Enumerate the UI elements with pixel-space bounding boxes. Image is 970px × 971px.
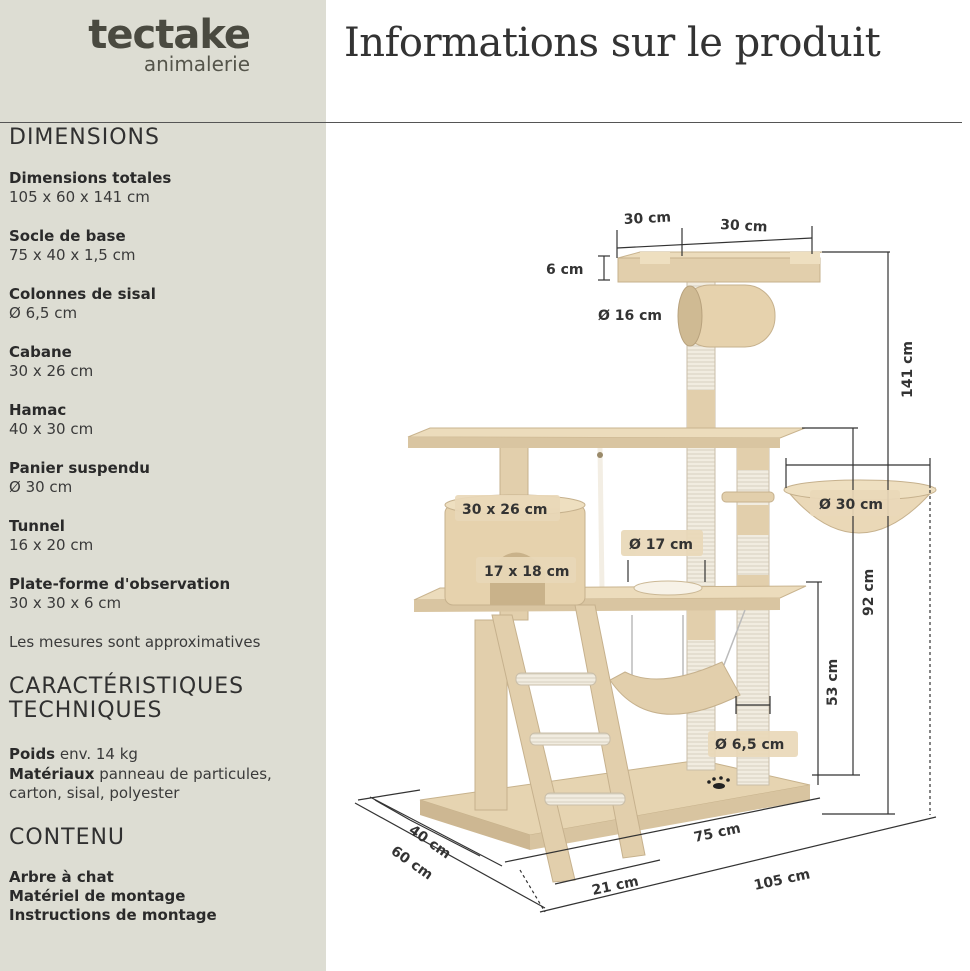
label-ladder-width: 21 cm [591, 873, 641, 898]
brand-name: tectake [88, 12, 251, 58]
brand-logo: tectake animalerie [54, 12, 251, 76]
paw-icon [707, 776, 730, 789]
label-tunnel-diameter: Ø 16 cm [598, 308, 662, 324]
dim-value-base: 75 x 40 x 1,5 cm [9, 246, 136, 264]
brand-sub: animalerie [143, 52, 250, 76]
ladder [491, 604, 646, 883]
specs-heading-line2: TECHNIQUES [9, 698, 163, 723]
dim-label-hammock: Hamac [9, 401, 67, 419]
page-title: Informations sur le produit [344, 20, 881, 66]
dim-value-basket: Ø 30 cm [9, 478, 73, 496]
contents-item: Matériel de montage [9, 887, 186, 905]
label-hole-diameter: Ø 17 cm [629, 537, 693, 553]
dim-value-sisal: Ø 6,5 cm [9, 304, 78, 322]
contents-item: Arbre à chat [9, 868, 114, 886]
post-center-band [687, 390, 715, 430]
label-top-right: 30 cm [720, 217, 768, 235]
dimension-lines [354, 226, 937, 913]
cat-tree-diagram: 30 cm 30 cm 6 cm Ø 16 cm 141 cm 30 x 26 … [354, 210, 937, 913]
label-platform-height: 6 cm [546, 262, 584, 278]
upper-platform [407, 427, 806, 448]
label-basket-diameter: Ø 30 cm [819, 497, 883, 513]
observation-platform [617, 251, 823, 283]
label-basket-height: 92 cm [861, 569, 877, 616]
dim-label-platform: Plate-forme d'observation [9, 575, 231, 593]
dim-label-basket: Panier suspendu [9, 459, 150, 477]
label-total-height: 141 cm [900, 341, 916, 398]
post-right-band [737, 505, 769, 535]
rope-toy [597, 447, 605, 591]
dim-value-platform: 30 x 30 x 6 cm [9, 594, 122, 612]
dim-label-base: Socle de base [9, 227, 126, 245]
weight-label: Poids [9, 745, 56, 763]
dim-label-cabin: Cabane [9, 343, 72, 361]
label-backgrounds [455, 490, 900, 757]
label-top-left: 30 cm [623, 210, 671, 228]
label-total-width: 105 cm [753, 866, 812, 893]
title-divider [0, 122, 962, 123]
dim-label-tunnel: Tunnel [9, 517, 65, 535]
dim-value-tunnel: 16 x 20 cm [9, 536, 94, 554]
tunnel [677, 284, 776, 348]
label-mid-height: 53 cm [825, 659, 841, 706]
hammock [609, 609, 746, 715]
dimension-guides [519, 490, 931, 913]
dimensions-heading: DIMENSIONS [9, 125, 160, 150]
specs-heading-line1: CARACTÉRISTIQUES [9, 674, 245, 699]
dim-label-sisal: Colonnes de sisal [9, 285, 156, 303]
dim-value-cabin: 30 x 26 cm [9, 362, 94, 380]
label-cabin: 30 x 26 cm [462, 502, 548, 518]
label-sisal-diameter: Ø 6,5 cm [715, 737, 784, 753]
dim-value-total: 105 x 60 x 141 cm [9, 188, 150, 206]
label-cabin-door: 17 x 18 cm [484, 564, 570, 580]
weight-value: env. 14 kg [55, 745, 138, 763]
contents-item: Instructions de montage [9, 906, 217, 924]
dim-label-total: Dimensions totales [9, 169, 172, 187]
materials-label: Matériaux [9, 764, 95, 783]
contents-heading: CONTENU [9, 825, 126, 850]
dim-value-hammock: 40 x 30 cm [9, 420, 94, 438]
label-base-width: 75 cm [693, 820, 743, 845]
materials-value: panneau de particules, carton, sisal, po… [9, 764, 272, 803]
dimensions-note: Les mesures sont approximatives [9, 633, 261, 651]
specs-text: Poids env. 14 kg Matériaux panneau de pa… [9, 745, 309, 804]
rope-toy-ring [597, 452, 603, 458]
info-sidebar: tectake animalerie DIMENSIONS Dimensions… [0, 0, 326, 971]
